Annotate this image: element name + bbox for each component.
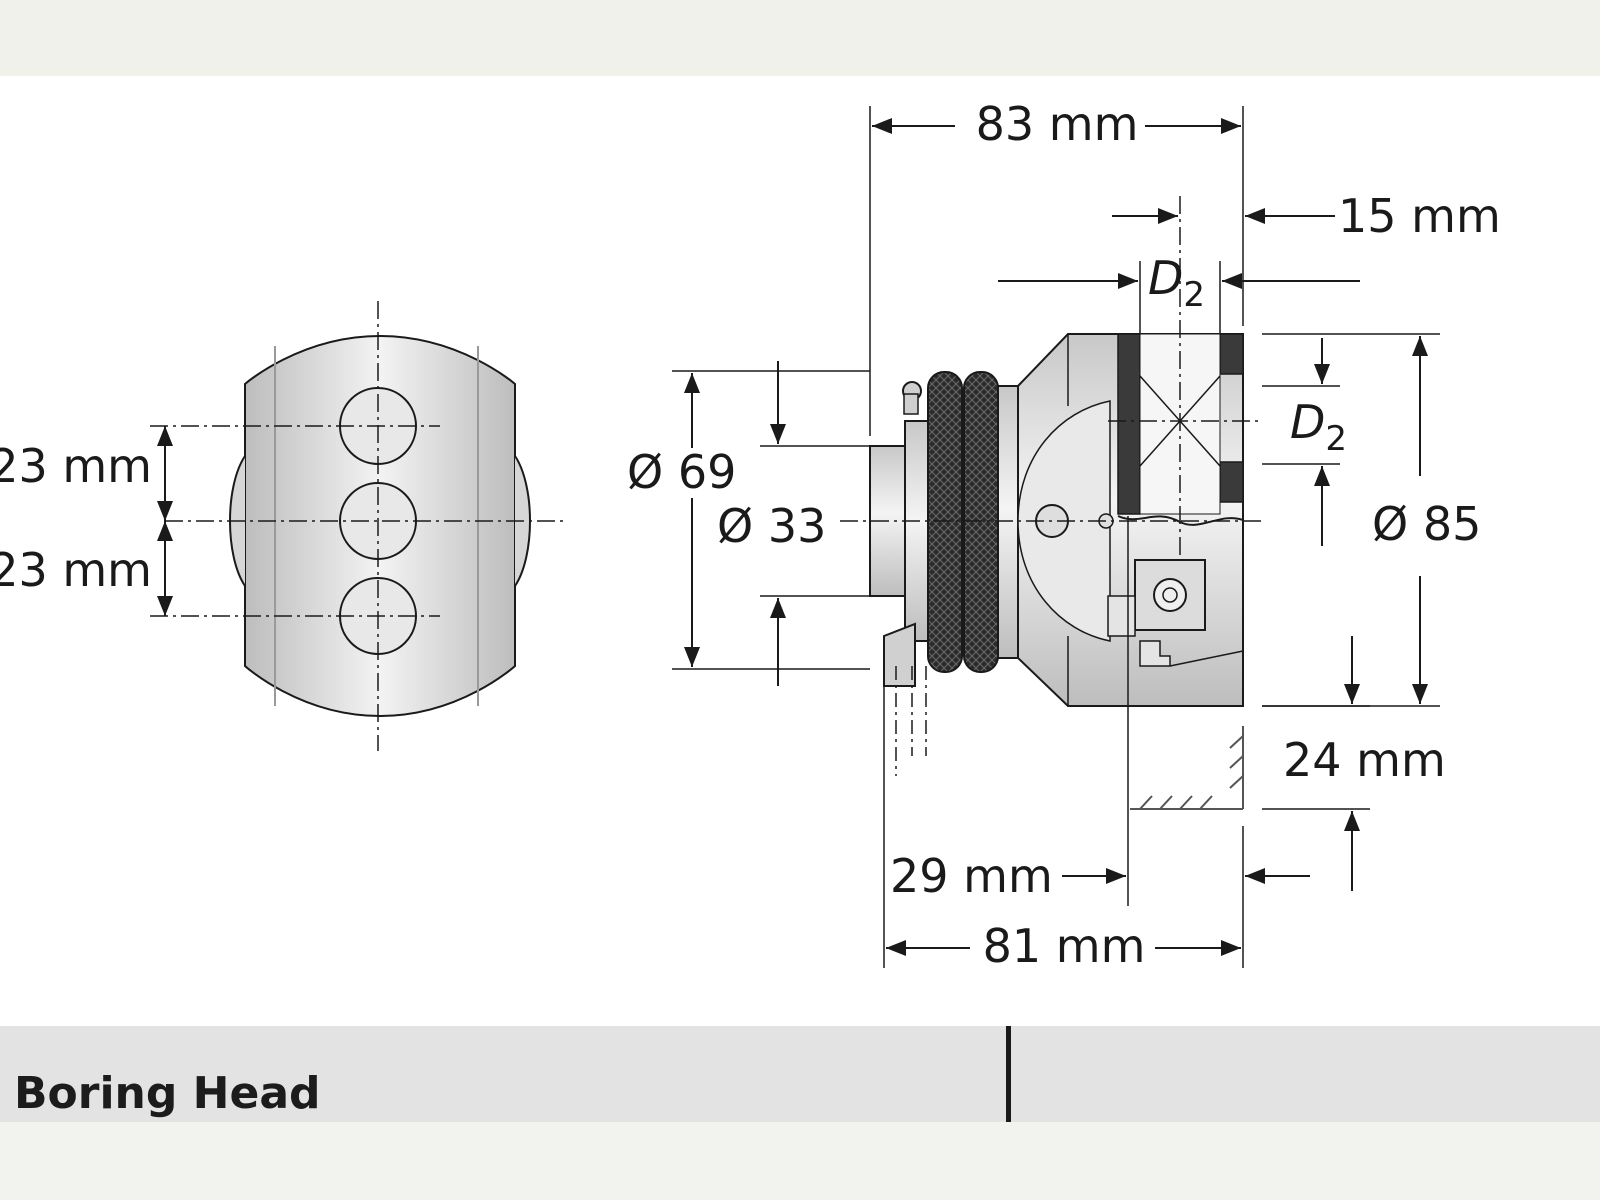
bottom-band: [0, 1122, 1600, 1200]
shank-outer-label: Ø 69: [627, 445, 736, 499]
knurl-ring-2: [963, 371, 999, 673]
body-neck: [997, 385, 1019, 659]
shank-outer-label-bg: [625, 448, 745, 498]
side-view-dimensions: 83 mm 15 mm D2 D2 Ø 85 Ø 69 Ø 33: [625, 97, 1501, 973]
end-view: 23 mm 23 mm: [0, 301, 565, 751]
tool-edge-line: [1169, 650, 1244, 667]
d2-top-label: D2: [1148, 251, 1205, 315]
caption-divider: [1006, 1026, 1011, 1122]
bore-hatch: [1130, 726, 1244, 810]
tool-slot: [1107, 595, 1171, 667]
bore-depth-label: 24 mm: [1283, 733, 1446, 787]
knurl-ring-1: [927, 371, 963, 673]
section-wall-right-lower: [1219, 461, 1244, 503]
section-wall-left: [1117, 333, 1141, 515]
head-diameter-label: Ø 85: [1372, 497, 1481, 551]
side-view: [840, 196, 1262, 776]
top-band: [0, 0, 1600, 76]
d2-right-subscript: 2: [1325, 419, 1347, 459]
overall-length-label-bg: [970, 921, 1155, 971]
right-offset-label: 15 mm: [1338, 189, 1501, 243]
shank-screw-stem: [903, 393, 919, 415]
tool-holder-screw: [1153, 578, 1187, 612]
section-wall-right: [1219, 333, 1244, 375]
tool-holder-screw-inner: [1162, 587, 1178, 603]
caption-title: Boring Head: [14, 1068, 321, 1119]
shank-inner-label: Ø 33: [717, 499, 826, 553]
hole-spacing-lower-label: 23 mm: [0, 543, 152, 597]
boring-head-drawing: 23 mm 23 mm: [0, 97, 1501, 973]
technical-drawing: 23 mm 23 mm: [0, 76, 1600, 1026]
hole-spacing-upper-label: 23 mm: [0, 439, 152, 493]
top-length-label-bg: [955, 98, 1145, 146]
d2-top-symbol: D: [1148, 251, 1183, 305]
top-length-label: 83 mm: [976, 97, 1139, 151]
caption-bar: Boring Head: [0, 1026, 1600, 1122]
shank-inner-label-bg: [715, 501, 835, 551]
overall-length-label: 81 mm: [983, 919, 1146, 973]
d2-right-symbol: D: [1290, 395, 1325, 449]
d2-top-subscript: 2: [1183, 275, 1205, 315]
shank-clamp-tab: [883, 622, 916, 687]
d2-right-label: D2: [1290, 395, 1347, 459]
inner-length-label: 29 mm: [890, 849, 1053, 903]
